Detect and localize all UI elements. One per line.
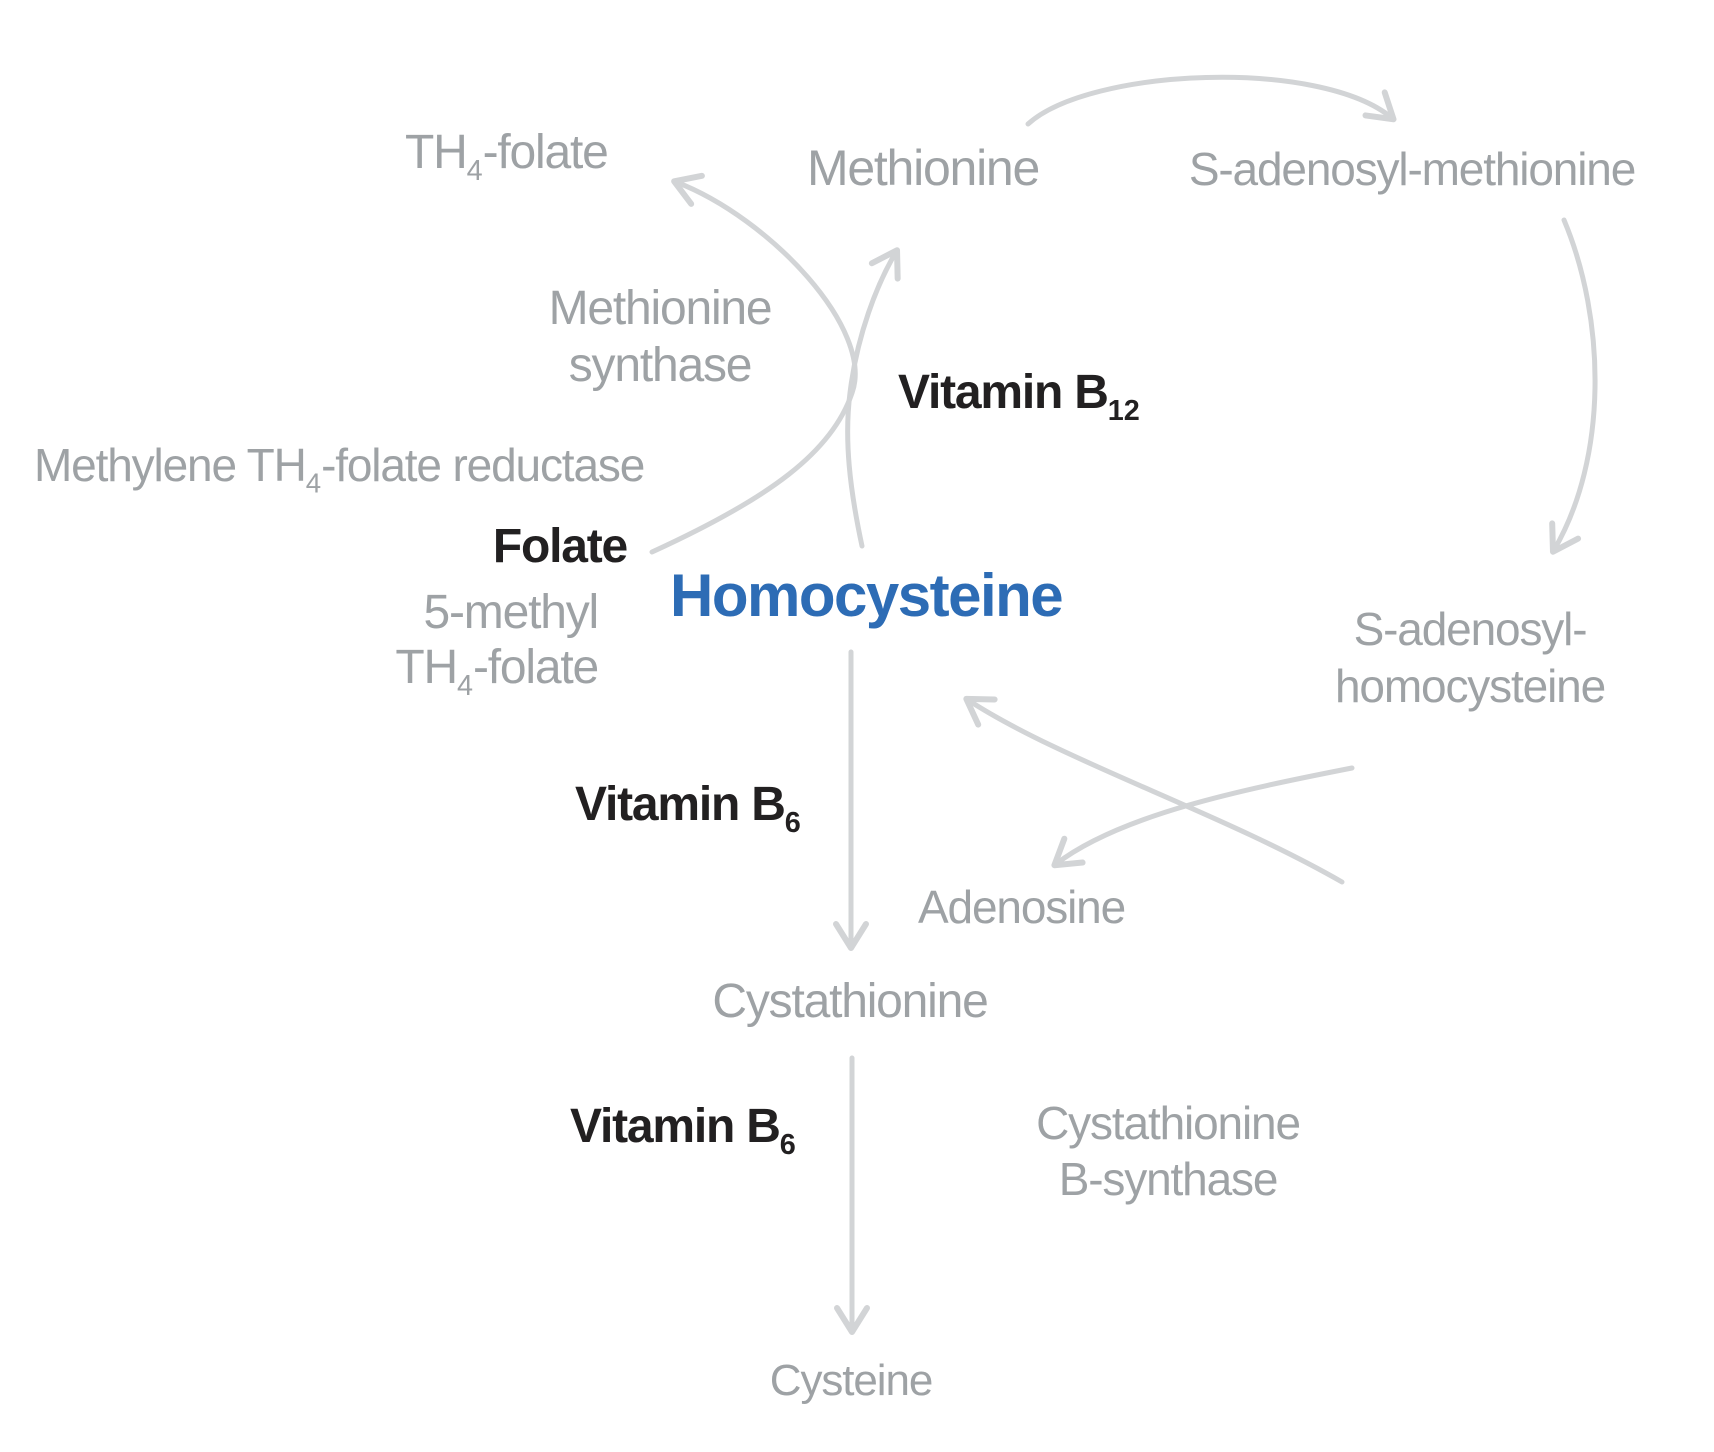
b12-subscript: 12 bbox=[1107, 395, 1140, 428]
arrow-methionine-to-sam bbox=[1025, 74, 1397, 127]
node-th4-folate: TH4-folate bbox=[405, 126, 609, 188]
b6-subscript: 6 bbox=[779, 1129, 796, 1162]
arrow-sah-to-homocysteine bbox=[963, 695, 1345, 885]
arrow-sah-to-adenosine bbox=[1051, 765, 1355, 869]
th4-subscript: 4 bbox=[456, 670, 473, 703]
node-5-methyl-th4-folate: 5-methyl TH4-folate bbox=[395, 586, 599, 703]
th4-subscript: 4 bbox=[305, 467, 322, 499]
arrow-sam-to-sah bbox=[1549, 217, 1598, 555]
node-homocysteine: Homocysteine bbox=[670, 562, 1064, 629]
b6-subscript: 6 bbox=[784, 807, 801, 840]
arrow-homocysteine-to-methionine bbox=[845, 247, 901, 549]
cofactor-folate: Folate bbox=[492, 520, 628, 573]
node-cysteine: Cysteine bbox=[769, 1356, 933, 1405]
node-cystathionine: Cystathionine bbox=[712, 975, 988, 1028]
enzyme-methionine-synthase: Methionine synthase bbox=[548, 282, 773, 392]
cofactor-vitamin-b6-lower: Vitamin B6 bbox=[570, 1100, 796, 1162]
cofactor-vitamin-b6-upper: Vitamin B6 bbox=[575, 778, 801, 840]
enzyme-methylene-th4-folate-reductase: Methylene TH4-folate reductase bbox=[34, 439, 645, 499]
node-adenosine: Adenosine bbox=[918, 881, 1126, 933]
th4-subscript: 4 bbox=[466, 155, 483, 188]
node-methionine: Methionine bbox=[806, 140, 1040, 196]
enzyme-cystathionine-b-synthase: Cystathionine B-synthase bbox=[1036, 1097, 1301, 1205]
node-s-adenosyl-homocysteine: S-adenosyl- homocysteine bbox=[1334, 603, 1606, 712]
cofactor-vitamin-b12: Vitamin B12 bbox=[898, 366, 1140, 428]
node-s-adenosyl-methionine: S-adenosyl-methionine bbox=[1188, 143, 1636, 195]
